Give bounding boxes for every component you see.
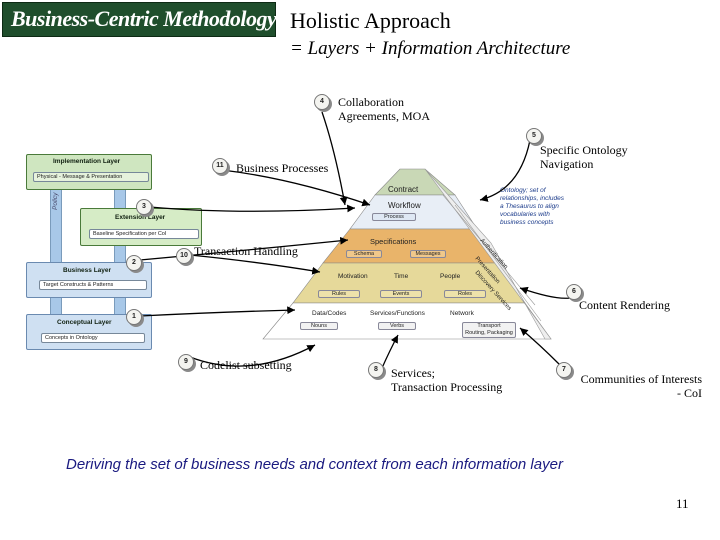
badge-5: 5 — [526, 128, 542, 144]
label-business-processes: Business Processes — [236, 161, 329, 175]
page-number: 11 — [676, 496, 689, 511]
pyramid-contract: Contract — [388, 185, 419, 194]
arrow-business — [139, 236, 349, 261]
arrow-business-processes — [221, 169, 371, 207]
label-services-line: Services; — [391, 366, 435, 380]
label-content-rendering: Content Rendering — [579, 298, 670, 312]
arrow-coi — [519, 327, 561, 366]
conceptual-layer-title: Conceptual Layer — [57, 319, 112, 326]
label-ontology-nav: Specific Ontology Navigation — [540, 143, 628, 171]
implementation-layer-title: Implementation Layer — [53, 158, 121, 165]
ontology-note-line: vocabularies with — [500, 211, 550, 218]
badge-6: 6 — [566, 284, 582, 300]
pyramid-motivation: Motivation — [338, 273, 368, 280]
pyramid-specifications: Specifications — [370, 237, 417, 246]
pyramid-transport: Transport Routing, Packaging — [462, 322, 516, 338]
brand-banner: Business-Centric Methodology — [2, 2, 277, 37]
ontology-note-line: a Thesaurus to align — [500, 203, 559, 210]
label-codelist: Codelist subsetting — [200, 358, 292, 372]
pyramid-events: Events — [380, 290, 422, 298]
badge-4: 4 — [314, 94, 330, 110]
arrow-transaction — [189, 254, 321, 275]
extension-layer-sub: Baseline Specification per CoI — [89, 229, 199, 239]
pyramid-time: Time — [394, 273, 409, 280]
extension-layer-title: Extension Layer — [115, 214, 166, 221]
arrow-codelist — [189, 344, 316, 367]
label-coi: Communities of Interests - CoI — [572, 372, 702, 400]
label-collab-line: Agreements, MOA — [338, 109, 430, 123]
badge-3: 3 — [136, 199, 152, 215]
label-coi-line: Communities of Interests — [580, 372, 702, 386]
page-subtitle: = Layers + Information Architecture — [290, 38, 571, 59]
arrow-extension — [149, 204, 356, 213]
business-layer-title: Business Layer — [63, 267, 112, 274]
ontology-note-line: business concepts — [500, 219, 554, 226]
pyramid-nouns: Nouns — [300, 322, 338, 330]
conceptual-layer-sub: Concepts in Ontology — [41, 333, 145, 343]
badge-11: 11 — [212, 158, 228, 174]
label-services-line: Transaction Processing — [391, 380, 503, 394]
pyramid-transport-label: Transport — [477, 323, 501, 329]
ontology-note: Ontology; set of relationships, includes… — [500, 187, 564, 227]
arrow-services — [381, 334, 399, 369]
implementation-layer: Implementation Layer Physical - Message … — [26, 154, 152, 190]
badge-2: 2 — [126, 255, 142, 271]
pyramid-roles: Roles — [444, 290, 486, 298]
label-ontology-nav-line: Specific Ontology — [540, 143, 628, 157]
badge-8: 8 — [368, 362, 384, 378]
badge-1: 1 — [126, 309, 142, 325]
arrow-ontology-nav — [479, 139, 531, 202]
label-services: Services; Transaction Processing — [391, 366, 502, 394]
pyramid-rules: Rules — [318, 290, 360, 298]
ontology-note-line: Ontology; set of — [500, 187, 546, 194]
pyramid-network: Network — [450, 310, 474, 317]
label-coi-line: - CoI — [677, 386, 702, 400]
pyramid-process: Process — [372, 213, 416, 221]
badge-7: 7 — [556, 362, 572, 378]
badge-9: 9 — [178, 354, 194, 370]
pyramid-routing-label: Routing, Packaging — [465, 330, 513, 336]
ontology-note-line: relationships, includes — [500, 195, 564, 202]
arrow-conceptual — [139, 306, 296, 317]
page-title: Holistic Approach — [290, 8, 451, 33]
label-ontology-nav-line: Navigation — [540, 157, 594, 171]
pyramid-people: People — [440, 273, 461, 280]
pyramid-workflow: Workflow — [388, 201, 421, 210]
pyramid-verbs: Verbs — [378, 322, 416, 330]
badge-10: 10 — [176, 248, 192, 264]
pyramid-messages: Messages — [410, 250, 446, 258]
label-collab-line: Collaboration — [338, 95, 404, 109]
business-layer-sub: Target Constructs & Patterns — [39, 280, 147, 290]
implementation-layer-sub: Physical - Message & Presentation — [33, 172, 149, 182]
arrow-collab — [321, 111, 348, 206]
pyramid-services-functions: Services/Functions — [370, 310, 425, 317]
label-collab: Collaboration Agreements, MOA — [338, 95, 430, 123]
brand-label: Business-Centric Methodology — [11, 6, 277, 31]
pyramid-schema: Schema — [346, 250, 382, 258]
label-transaction-handling: Transaction Handling — [194, 244, 298, 258]
footer-caption: Deriving the set of business needs and c… — [66, 456, 563, 473]
pyramid-data-codes: Data/Codes — [312, 310, 347, 317]
arrow-content-rendering — [519, 286, 571, 299]
